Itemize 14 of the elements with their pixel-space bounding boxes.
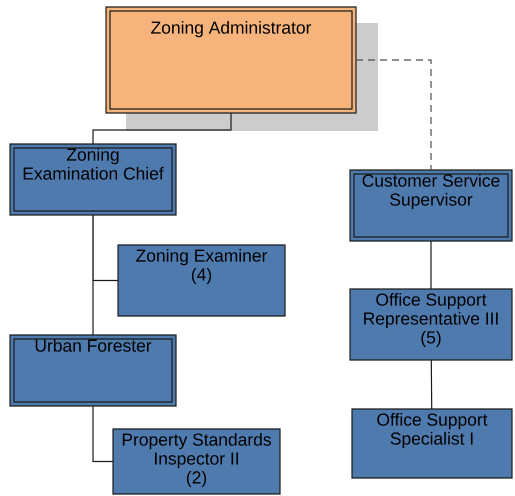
org-chart-box: Zoning Examiner (4) bbox=[117, 244, 286, 317]
org-chart-box: Office Support Specialist I bbox=[351, 408, 513, 479]
org-chart-box: Zoning Examination Chief bbox=[9, 143, 177, 216]
connector-line bbox=[356, 59, 432, 170]
connector-line bbox=[92, 406, 113, 462]
connector-line bbox=[92, 215, 94, 335]
org-chart-box: Customer Service Supervisor bbox=[349, 169, 513, 242]
connector-line bbox=[430, 241, 432, 289]
connector-line bbox=[430, 360, 432, 409]
org-chart-box: Zoning Administrator bbox=[105, 6, 357, 114]
org-chart-box: Property Standards Inspector II (2) bbox=[112, 428, 281, 495]
org-chart-box: Urban Forester bbox=[9, 334, 177, 407]
connector-line bbox=[92, 113, 232, 144]
org-chart-box: Office Support Representative III (5) bbox=[349, 288, 513, 361]
